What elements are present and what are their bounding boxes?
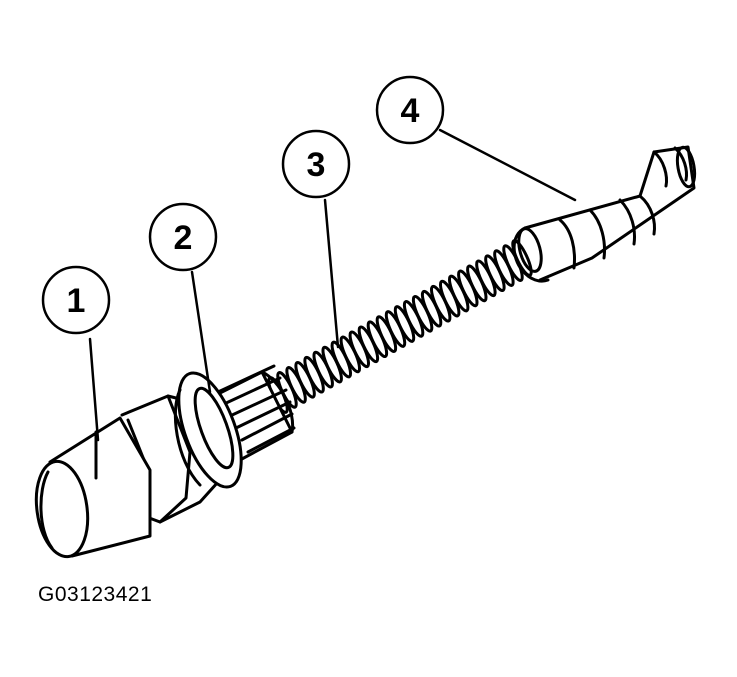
- leader-lines: [88, 128, 577, 442]
- leader-line-3: [323, 198, 340, 349]
- callout-4: 4: [375, 75, 445, 145]
- leader-line-4: [438, 128, 577, 202]
- part-4-plunger: [512, 145, 697, 283]
- callout-label-3: 3: [307, 146, 326, 184]
- callout-3: 3: [281, 129, 351, 199]
- spring-coil: [511, 239, 533, 277]
- callout-circle: [281, 129, 351, 199]
- callout-2: 2: [148, 202, 218, 272]
- callout-1: 1: [41, 265, 111, 335]
- callout-circle: [148, 202, 218, 272]
- callout-label-4: 4: [401, 92, 420, 130]
- leader-line-2: [190, 270, 212, 394]
- part-1-valve-body: [34, 364, 296, 559]
- part-3-spring: [267, 239, 533, 414]
- callout-label-1: 1: [67, 282, 86, 320]
- part-2-washer: [173, 371, 243, 489]
- leader-line-1: [88, 337, 100, 442]
- callout-circle: [375, 75, 445, 145]
- callout-label-2: 2: [174, 219, 193, 257]
- callout-circle: [41, 265, 111, 335]
- figure-id: G03123421: [38, 583, 153, 606]
